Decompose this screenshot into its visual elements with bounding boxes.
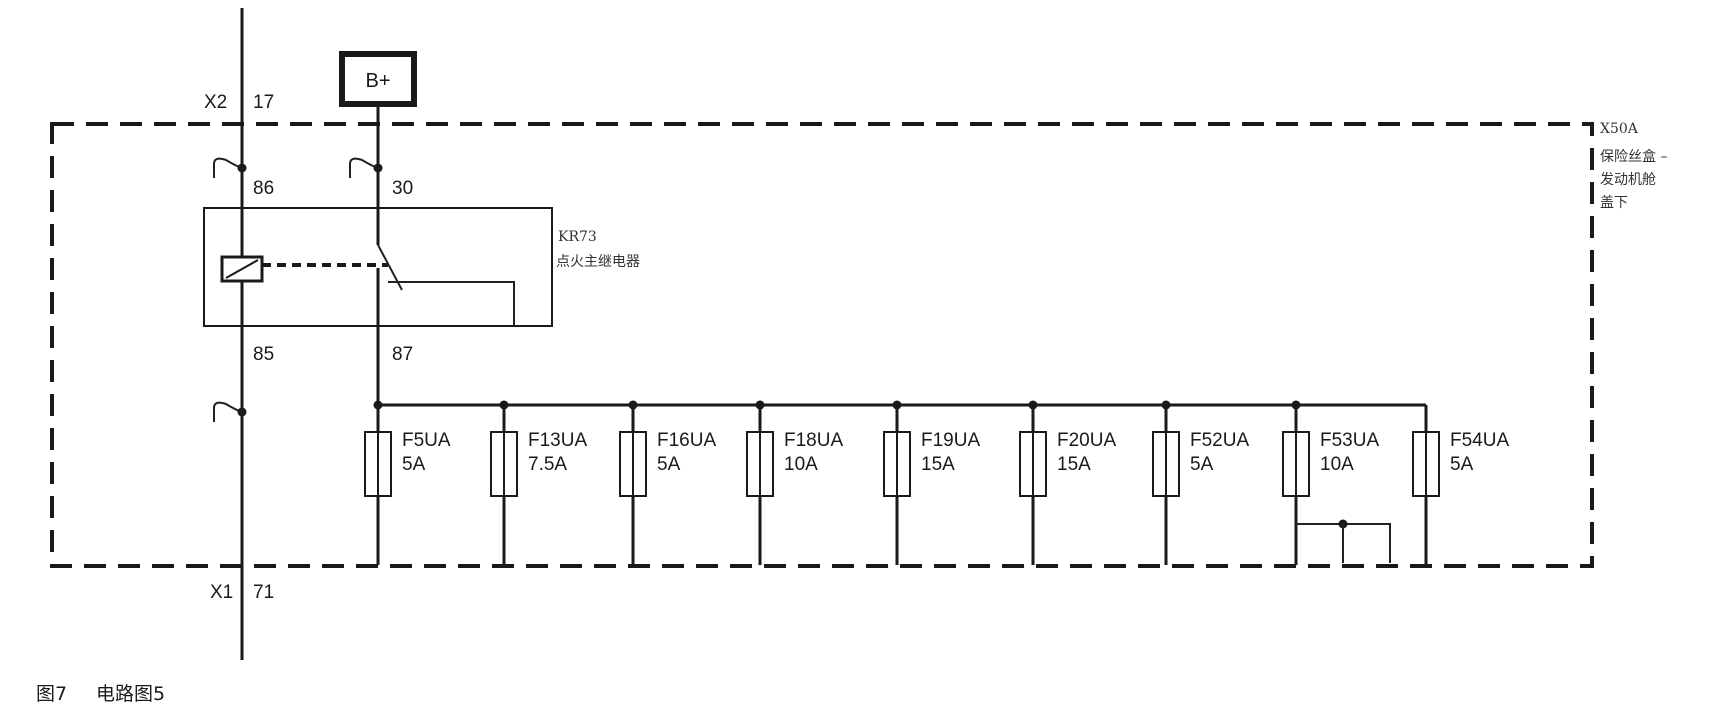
fuse-f53ua: F53UA 10A bbox=[1282, 400, 1379, 565]
fuse-f20ua: F20UA 15A bbox=[1019, 400, 1116, 565]
fuse-name-label: F13UA bbox=[528, 430, 587, 451]
b-plus-supply: B+ bbox=[339, 51, 417, 107]
caption-figure: 图7 bbox=[36, 683, 67, 705]
connector-30-symbol bbox=[349, 157, 383, 178]
relay-pin-86: 86 bbox=[253, 178, 274, 199]
fuse-f5ua: F5UA 5A bbox=[364, 400, 451, 565]
relay-code: KR73 bbox=[558, 229, 597, 245]
fuse-f16ua: F16UA 5A bbox=[619, 400, 716, 565]
fuse-name-label: F53UA bbox=[1320, 430, 1379, 451]
fuse-box-outline bbox=[50, 122, 1594, 568]
fuse-rating-label: 10A bbox=[1320, 454, 1354, 475]
connector-x1-name: X1 bbox=[210, 582, 233, 603]
fuse-f18ua: F18UA 10A bbox=[746, 400, 843, 565]
relay-name: 点火主继电器 bbox=[556, 254, 640, 270]
fuse-rating-label: 7.5A bbox=[528, 454, 567, 475]
relay-coil-symbol bbox=[220, 255, 264, 283]
fuse-f52ua: F52UA 5A bbox=[1152, 400, 1249, 565]
fuse-rating-label: 5A bbox=[1190, 454, 1214, 475]
fuse-rating-label: 5A bbox=[1450, 454, 1474, 475]
relay-body bbox=[203, 207, 553, 327]
fuse-box-code: X50A bbox=[1600, 121, 1639, 137]
fuse-name-label: F16UA bbox=[657, 430, 716, 451]
relay-pin-87: 87 bbox=[392, 344, 413, 365]
caption-title: 电路图5 bbox=[96, 683, 165, 705]
fuse-f19ua: F19UA 15A bbox=[883, 400, 980, 565]
connector-86-symbol bbox=[213, 157, 247, 178]
fuse-box-name-line-2: 发动机舱 bbox=[1600, 172, 1656, 188]
fuse-rating-label: 5A bbox=[657, 454, 681, 475]
fuse-name-label: F18UA bbox=[784, 430, 843, 451]
fuse-name-label: F20UA bbox=[1057, 430, 1116, 451]
connector-x2-pin: 17 bbox=[253, 92, 274, 113]
fuse-name-label: F54UA bbox=[1450, 430, 1509, 451]
fuse-rating-label: 10A bbox=[784, 454, 818, 475]
connector-x1-pin: 71 bbox=[253, 582, 274, 603]
fuse-f54ua: F54UA 5A bbox=[1412, 405, 1509, 565]
fuse-name-label: F19UA bbox=[921, 430, 980, 451]
b-plus-label: B+ bbox=[365, 70, 390, 92]
relay-pin-85: 85 bbox=[253, 344, 274, 365]
fuse-rating-label: 5A bbox=[402, 454, 426, 475]
fuse-box-name-line-1: 保险丝盒 – bbox=[1600, 148, 1667, 165]
fuse-rating-label: 15A bbox=[1057, 454, 1091, 475]
fuse-name-label: F5UA bbox=[402, 430, 451, 451]
fuse-group: F5UA5AF13UA7.5AF16UA5AF18UA10AF19UA15AF2… bbox=[364, 400, 1509, 565]
relay-switch-contact bbox=[377, 244, 403, 291]
f53-jumper-wire bbox=[1296, 523, 1391, 563]
fuse-name-label: F52UA bbox=[1190, 430, 1249, 451]
fuse-f13ua: F13UA 7.5A bbox=[490, 400, 587, 565]
fuse-box-name-line-3: 盖下 bbox=[1600, 195, 1628, 211]
fuse-rating-label: 15A bbox=[921, 454, 955, 475]
relay-pin-30: 30 bbox=[392, 178, 413, 199]
relay-contact-return bbox=[388, 281, 515, 326]
connector-x2-name: X2 bbox=[204, 92, 227, 113]
connector-85-symbol bbox=[213, 401, 247, 422]
